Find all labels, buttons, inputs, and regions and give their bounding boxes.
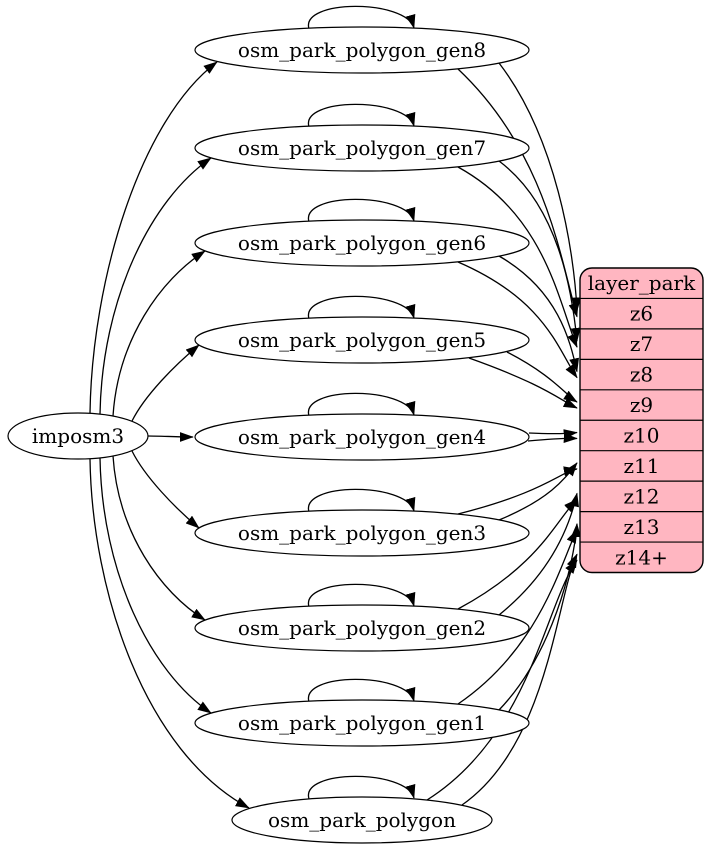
table-node-osm_park_polygon_gen6: osm_park_polygon_gen6: [194, 219, 530, 267]
edge-imposm3-to-osm_park_polygon_gen3: [131, 450, 200, 529]
table-node-osm_park_polygon_gen3: osm_park_polygon_gen3: [194, 509, 530, 557]
layer-row-z7: z7: [630, 332, 653, 356]
table-ellipse: [194, 124, 530, 172]
edge-osm_park_polygon_gen1-to-z13-2: [457, 529, 578, 705]
self-loop-osm_park_polygon_gen8: [308, 5, 416, 30]
edge-osm_park_polygon_gen5-to-z9-2: [468, 357, 578, 409]
table-ellipse: [194, 26, 530, 74]
table-ellipse: [194, 316, 530, 364]
edge-osm_park_polygon-to-z14+-2: [426, 559, 578, 801]
edge-imposm3-to-osm_park_polygon_gen7: [99, 157, 212, 415]
table-label: osm_park_polygon_gen6: [238, 231, 486, 255]
table-node-osm_park_polygon_gen8: osm_park_polygon_gen8: [194, 26, 530, 74]
table-ellipse: [231, 796, 493, 844]
layer-row-z6: z6: [630, 302, 653, 326]
self-loop-osm_park_polygon_gen3: [308, 488, 416, 513]
table-label: osm_park_polygon_gen7: [238, 136, 486, 160]
edge-osm_park_polygon_gen3-to-z11-1: [498, 462, 578, 521]
table-label: osm_park_polygon_gen8: [238, 38, 486, 62]
layer-node-layer_park: layer_park z6 z7 z8 z9 z10 z11 z12 z13 z14+: [579, 267, 704, 574]
table-node-osm_park_polygon: osm_park_polygon: [231, 796, 493, 844]
table-label: osm_park_polygon_gen5: [238, 328, 486, 352]
edge-imposm3-to-osm_park_polygon_gen2: [112, 455, 206, 621]
edge-osm_park_polygon_gen2-to-z12-1: [498, 492, 580, 616]
table-ellipse: [194, 604, 530, 652]
edge-osm_park_polygon_gen7-to-z7-2: [457, 166, 578, 348]
source-node-imposm3: imposm3: [7, 412, 149, 460]
edge-imposm3-to-osm_park_polygon_gen4: [147, 431, 194, 442]
layer-title: layer_park: [588, 271, 696, 295]
edge-osm_park_polygon_gen6-to-z8-1: [498, 255, 580, 373]
self-loop-osm_park_polygon_gen6: [308, 198, 416, 223]
layer-row-z10: z10: [624, 423, 660, 447]
table-label: osm_park_polygon: [268, 808, 456, 832]
layer-row-z12: z12: [624, 484, 660, 508]
layer-row-z8: z8: [630, 363, 653, 387]
edge-osm_park_polygon_gen6-to-z8-2: [457, 261, 578, 379]
self-loop-osm_park_polygon_gen1: [308, 678, 416, 703]
table-node-osm_park_polygon_gen5: osm_park_polygon_gen5: [194, 316, 530, 364]
self-loop-osm_park_polygon_gen5: [308, 295, 416, 320]
table-label: osm_park_polygon_gen4: [238, 425, 486, 449]
edge-osm_park_polygon_gen7-to-z7-1: [498, 160, 581, 342]
table-ellipse: [194, 699, 530, 747]
table-label: osm_park_polygon_gen3: [238, 521, 486, 545]
edge-imposm3-to-osm_park_polygon_gen1: [99, 457, 212, 714]
edge-osm_park_polygon-to-z14+-1: [461, 553, 578, 806]
table-node-osm_park_polygon_gen4: osm_park_polygon_gen4: [194, 413, 530, 461]
table-label: osm_park_polygon_gen1: [238, 711, 486, 735]
layer-row-z13: z13: [624, 515, 660, 539]
edge-imposm3-to-osm_park_polygon_gen8: [89, 61, 218, 414]
self-loop-osm_park_polygon: [308, 775, 416, 800]
table-label: osm_park_polygon_gen2: [238, 616, 486, 640]
table-ellipse: [194, 413, 530, 461]
table-node-osm_park_polygon_gen7: osm_park_polygon_gen7: [194, 124, 530, 172]
self-loop-osm_park_polygon_gen7: [308, 103, 416, 128]
table-ellipse: [194, 509, 530, 557]
edge-osm_park_polygon_gen3-to-z11-2: [457, 466, 578, 515]
edge-osm_park_polygon_gen2-to-z12-2: [457, 498, 578, 610]
edge-imposm3-to-osm_park_polygon_gen6: [112, 250, 206, 417]
self-loop-osm_park_polygon_gen2: [308, 583, 416, 608]
table-node-osm_park_polygon_gen2: osm_park_polygon_gen2: [194, 604, 530, 652]
table-node-osm_park_polygon_gen1: osm_park_polygon_gen1: [194, 699, 530, 747]
layer-row-z14+: z14+: [615, 545, 668, 569]
edge-imposm3-to-osm_park_polygon_gen5: [131, 344, 200, 422]
edge-imposm3-to-osm_park_polygon: [89, 458, 250, 809]
edge-osm_park_polygon_gen8-to-z6-2: [457, 68, 579, 318]
layer-row-z9: z9: [630, 393, 653, 417]
edge-osm_park_polygon_gen4-to-z10-2: [527, 432, 578, 443]
table-ellipse: [194, 219, 530, 267]
source-label: imposm3: [32, 424, 124, 448]
edges-layer: [89, 5, 582, 809]
self-loop-osm_park_polygon_gen4: [308, 392, 416, 417]
source-ellipse: [7, 412, 149, 460]
layer-row-z11: z11: [624, 454, 660, 478]
edge-osm_park_polygon_gen4-to-z10-1: [528, 429, 578, 440]
edge-osm_park_polygon_gen8-to-z6-1: [498, 62, 582, 312]
